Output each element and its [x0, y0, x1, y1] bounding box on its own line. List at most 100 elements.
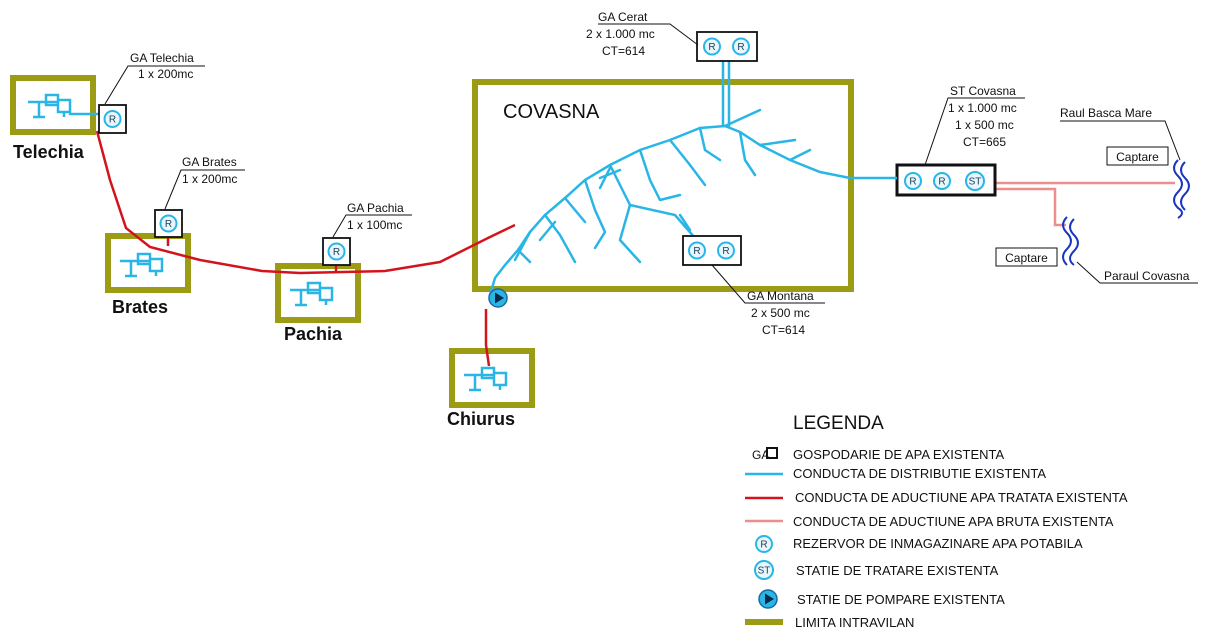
intravilan-pachia [275, 263, 361, 323]
treatment-icon [965, 171, 985, 191]
ga-brates-name: GA Brates [182, 155, 237, 169]
reservoir-label: R [333, 247, 340, 258]
legend-item-ga: GOSPODARIE DE APA EXISTENTA [793, 447, 1005, 462]
pump-station [488, 288, 508, 308]
st-covasna-name: ST Covasna [950, 84, 1016, 98]
legend-reservoir-label: R [760, 540, 767, 551]
captare-label-covasna: Captare [1005, 251, 1048, 265]
network-brates [118, 252, 164, 278]
legend: LEGENDA GA GOSPODARIE DE APA EXISTENTA C… [745, 413, 1128, 630]
network-chiurus [462, 366, 508, 392]
legend-item-raw: CONDUCTA DE ADUCTIUNE APA BRUTA EXISTENT… [793, 514, 1114, 529]
town-label-pachia: Pachia [284, 324, 343, 344]
reservoir-icon [933, 172, 951, 190]
reservoir-icon [103, 110, 122, 128]
legend-ga-symbol [766, 447, 778, 459]
ga-pachia-leader [332, 214, 412, 238]
treated-adduction-main [95, 130, 516, 275]
reservoir-icon [904, 172, 922, 190]
raw-adduction-covasna [996, 187, 1066, 227]
ga-pachia-name: GA Pachia [347, 201, 404, 215]
intravilan-limits [10, 75, 854, 408]
ga-montana: R R GA Montana 2 x 500 mc CT=614 [682, 235, 825, 337]
ga-montana-leader [711, 264, 825, 304]
legend-treatment-label: ST [758, 566, 771, 577]
intravilan-brates [105, 233, 191, 293]
st-covasna-ct: CT=665 [963, 135, 1006, 149]
ga-telechia-capacity: 1 x 200mc [138, 67, 193, 81]
river-basca-mare-line [1173, 159, 1183, 219]
distribution-branches [513, 108, 812, 264]
treated-adduction-chiurus [484, 309, 491, 367]
legend-item-distribution: CONDUCTA DE DISTRIBUTIE EXISTENTA [793, 466, 1046, 481]
ga-cerat-leader [598, 23, 699, 46]
river-covasna: Paraul Covasna Captare [995, 216, 1198, 284]
ga-montana-capacity: 2 x 500 mc [751, 306, 810, 320]
reservoir-label: R [109, 115, 116, 126]
ga-telechia: R GA Telechia 1 x 200mc [98, 51, 205, 134]
legend-item-intravilan: LIMITA INTRAVILAN [795, 615, 914, 630]
ga-cerat-capacity: 2 x 1.000 mc [586, 27, 655, 41]
ga-brates-leader [164, 169, 245, 210]
st-covasna-leader [924, 97, 1025, 166]
ga-telechia-leader [104, 65, 205, 105]
river-basca-mare-leader [1060, 120, 1181, 161]
captare-box-covasna [995, 247, 1058, 267]
intravilan-chiurus [449, 348, 535, 408]
legend-treatment-icon [754, 560, 774, 580]
reservoir-icon [703, 37, 721, 56]
distribution-pipes [68, 58, 852, 297]
ga-pachia: R GA Pachia 1 x 100mc [322, 201, 412, 266]
legend-item-pump: STATIE DE POMPARE EXISTENTA [797, 592, 1005, 607]
river-covasna-leader [1076, 261, 1198, 284]
st-covasna-capacity-2: 1 x 500 mc [955, 118, 1014, 132]
legend-reservoir-icon [755, 535, 773, 553]
ga-brates-capacity: 1 x 200mc [182, 172, 237, 186]
network-pachia [288, 281, 334, 307]
legend-title: LEGENDA [793, 413, 884, 434]
ga-cerat: R R GA Cerat 2 x 1.000 mc CT=614 [586, 10, 758, 62]
legend-pump-arrow [765, 593, 774, 605]
legend-ga-prefix: GA [752, 448, 769, 462]
ga-brates: R GA Brates 1 x 200mc [154, 155, 245, 238]
river-covasna-line2 [1069, 218, 1079, 266]
reservoir-icon [688, 241, 706, 260]
legend-item-treated: CONDUCTA DE ADUCTIUNE APA TRATATA EXISTE… [795, 490, 1128, 505]
intravilan-telechia [10, 75, 96, 135]
reservoir-icon [717, 241, 735, 260]
raw-adduction-pipes [996, 181, 1175, 227]
reservoir-label: R [165, 219, 172, 230]
river-covasna-line [1062, 216, 1072, 266]
legend-item-treatment: STATIE DE TRATARE EXISTENTA [796, 563, 999, 578]
reservoir-label: R [909, 177, 916, 188]
river-basca-mare: Raul Basca Mare Captare [1060, 106, 1190, 219]
intravilan-covasna [472, 79, 854, 292]
reservoir-icon [732, 37, 750, 56]
reservoir-label: R [693, 246, 700, 257]
ga-telechia-name: GA Telechia [130, 51, 194, 65]
river-basca-mare-label: Raul Basca Mare [1060, 106, 1152, 120]
reservoir-label: R [722, 246, 729, 257]
town-label-telechia: Telechia [13, 142, 85, 162]
ga-pachia-capacity: 1 x 100mc [347, 218, 402, 232]
ga-montana-ct: CT=614 [762, 323, 805, 337]
town-label-chiurus: Chiurus [447, 409, 515, 429]
st-covasna-capacity-1: 1 x 1.000 mc [948, 101, 1017, 115]
distribution-cerat-link [721, 58, 731, 128]
reservoir-icon [159, 214, 178, 233]
reservoir-label: R [938, 177, 945, 188]
ga-montana-name: GA Montana [747, 289, 814, 303]
distribution-main-trunk [488, 124, 852, 297]
reservoir-icon [327, 242, 346, 261]
river-covasna-label: Paraul Covasna [1104, 269, 1190, 283]
town-label-brates: Brates [112, 297, 168, 317]
ga-cerat-name: GA Cerat [598, 10, 648, 24]
treatment-label: ST [969, 177, 982, 188]
captare-box-basca [1106, 146, 1169, 166]
town-label-covasna: COVASNA [503, 101, 600, 123]
legend-item-reservoir: REZERVOR DE INMAGAZINARE APA POTABILA [793, 536, 1083, 551]
reservoir-label: R [737, 42, 744, 53]
ga-cerat-ct: CT=614 [602, 44, 645, 58]
river-basca-mare-line2 [1180, 161, 1190, 211]
